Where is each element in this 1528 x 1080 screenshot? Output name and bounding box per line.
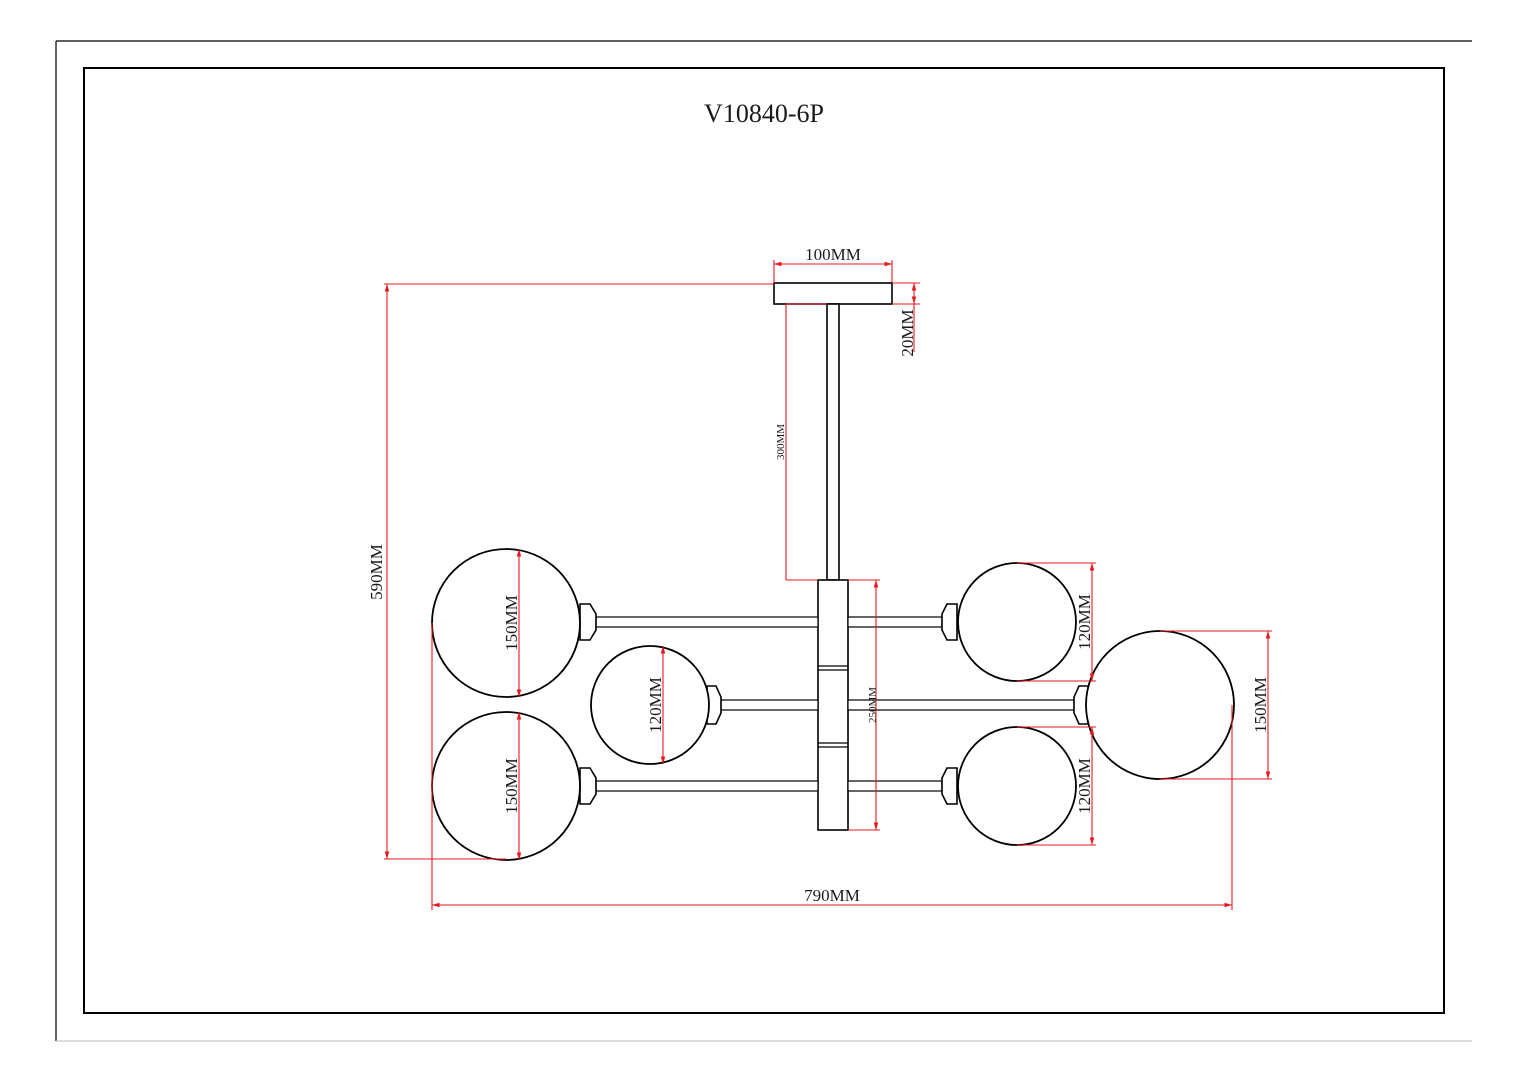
label-overall-height: 590MM (367, 544, 386, 600)
lamp-drawing (431, 282, 1235, 861)
inner-frame (83, 67, 1445, 1014)
globe-middle-right (1085, 630, 1235, 780)
socket-middle-left (706, 685, 722, 725)
dimension-lines (384, 260, 1272, 910)
arm-top-right (847, 616, 943, 628)
globe-bottom-right (957, 726, 1077, 846)
label-globe-bottom-left: 150MM (502, 758, 521, 814)
arm-middle-left (720, 699, 819, 711)
suspension-rod (826, 303, 840, 581)
socket-top-right (941, 603, 958, 641)
dimension-labels: 100MM 20MM 300MM 590MM 250MM 790MM 150MM… (367, 245, 1270, 905)
label-canopy-width: 100MM (805, 245, 861, 264)
arm-top-left (595, 616, 819, 628)
label-globe-top-right: 120MM (1075, 594, 1094, 650)
label-globe-bottom-right: 120MM (1075, 758, 1094, 814)
label-canopy-height: 20MM (898, 309, 917, 356)
globe-top-right (957, 562, 1077, 682)
socket-bottom-right (941, 767, 958, 805)
label-rod-length: 300MM (775, 424, 787, 460)
label-globe-middle-left: 120MM (646, 677, 665, 733)
arm-bottom-left (595, 780, 819, 792)
globe-middle-left (590, 645, 710, 765)
drawing-title: V10840-6P (704, 99, 824, 128)
label-overall-width: 790MM (804, 886, 860, 905)
socket-top-left (579, 603, 597, 641)
central-body (817, 579, 849, 831)
arm-bottom-right (847, 780, 943, 792)
socket-bottom-left (579, 767, 597, 805)
arm-middle-right (847, 699, 1075, 711)
ceiling-canopy (773, 282, 893, 305)
label-body-height: 250MM (867, 687, 879, 723)
label-globe-top-left: 150MM (502, 595, 521, 651)
label-globe-middle-right: 150MM (1251, 677, 1270, 733)
